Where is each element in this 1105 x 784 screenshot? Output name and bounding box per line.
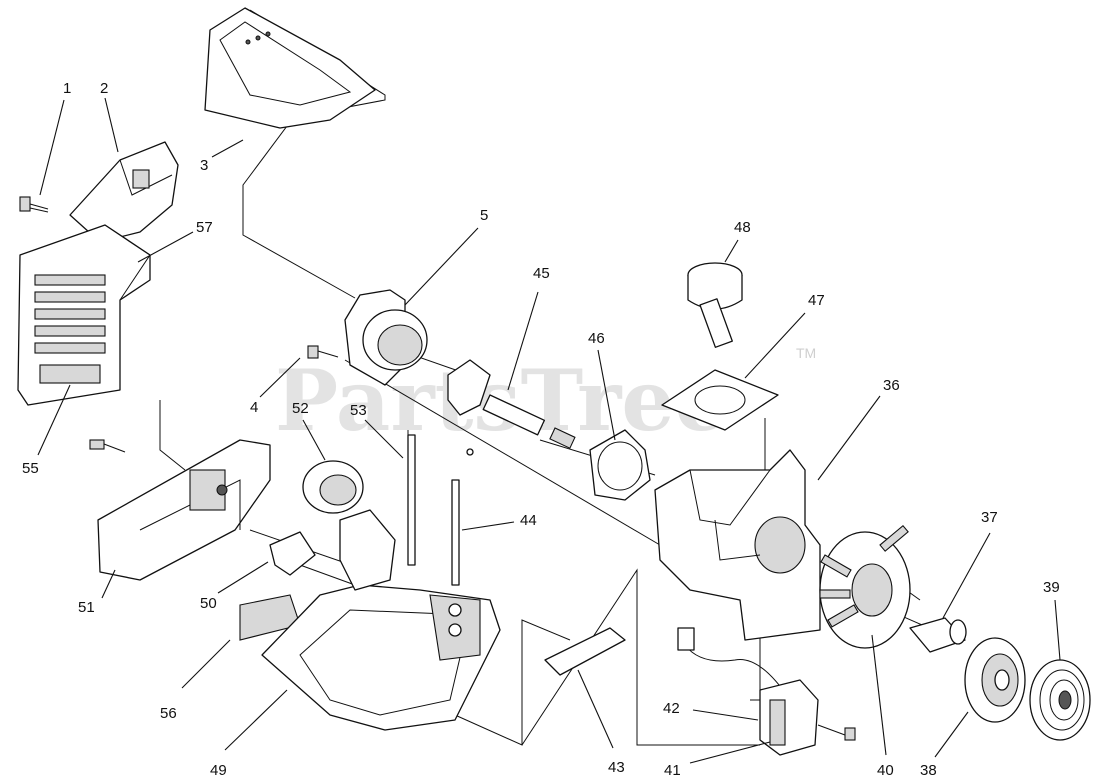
part-3-shield[interactable]	[204, 7, 376, 129]
callout-42[interactable]: 42	[663, 700, 680, 717]
part-38-pulley[interactable]	[964, 637, 1026, 723]
part-49-fuel-tank[interactable]	[261, 509, 501, 731]
part-2-top-cover[interactable]	[69, 141, 179, 243]
part-4-bolt[interactable]	[307, 345, 339, 359]
part-42-ignition-coil[interactable]	[677, 627, 819, 756]
callout-53[interactable]: 53	[350, 402, 367, 419]
callout-48[interactable]: 48	[734, 219, 751, 236]
part-46-gasket[interactable]	[589, 429, 651, 501]
part-37-sleeve[interactable]	[909, 617, 967, 653]
part-47-cylinder-gasket[interactable]	[661, 369, 779, 431]
part-1-screw[interactable]	[19, 196, 49, 213]
callout-37[interactable]: 37	[981, 509, 998, 526]
part-40-flywheel[interactable]	[819, 524, 911, 649]
callout-4[interactable]: 4	[250, 399, 258, 416]
callout-1[interactable]: 1	[63, 80, 71, 97]
part-51-side-cover[interactable]	[89, 439, 271, 581]
callout-3[interactable]: 3	[200, 157, 208, 174]
callout-labels: 1 2 3 4 5 36 37 38 39 40 41 42 43 44 45 …	[22, 80, 1060, 779]
part-41-screw[interactable]	[817, 724, 856, 741]
callout-56[interactable]: 56	[160, 705, 177, 722]
part-5-muffler[interactable]	[344, 289, 428, 386]
part-50-clip[interactable]	[269, 531, 316, 576]
callout-40[interactable]: 40	[877, 762, 894, 779]
callout-55[interactable]: 55	[22, 460, 39, 477]
callout-41[interactable]: 41	[664, 762, 681, 779]
part-45-crankshaft[interactable]	[447, 359, 576, 456]
callout-38[interactable]: 38	[920, 762, 937, 779]
callout-36[interactable]: 36	[883, 377, 900, 394]
part-39-recoil-spring[interactable]	[1029, 659, 1091, 741]
callout-50[interactable]: 50	[200, 595, 217, 612]
callout-49[interactable]: 49	[210, 762, 227, 779]
part-53-rod[interactable]	[407, 434, 416, 566]
part-44-rod[interactable]	[451, 479, 460, 586]
leader-lines	[37, 97, 1061, 764]
callout-47[interactable]: 47	[808, 292, 825, 309]
callout-39[interactable]: 39	[1043, 579, 1060, 596]
part-43-bracket[interactable]	[544, 627, 626, 676]
watermark-trademark: TM	[796, 345, 816, 361]
callout-44[interactable]: 44	[520, 512, 537, 529]
callout-43[interactable]: 43	[608, 759, 625, 776]
part-57-grille-housing[interactable]	[17, 224, 151, 406]
part-48-piston[interactable]	[687, 262, 743, 348]
callout-52[interactable]: 52	[292, 400, 309, 417]
part-36-engine-block[interactable]	[654, 449, 821, 641]
callout-5[interactable]: 5	[480, 207, 488, 224]
part-52-nut[interactable]	[302, 460, 364, 514]
callout-2[interactable]: 2	[100, 80, 108, 97]
callout-46[interactable]: 46	[588, 330, 605, 347]
callout-45[interactable]: 45	[533, 265, 550, 282]
callout-57[interactable]: 57	[196, 219, 213, 236]
callout-51[interactable]: 51	[78, 599, 95, 616]
